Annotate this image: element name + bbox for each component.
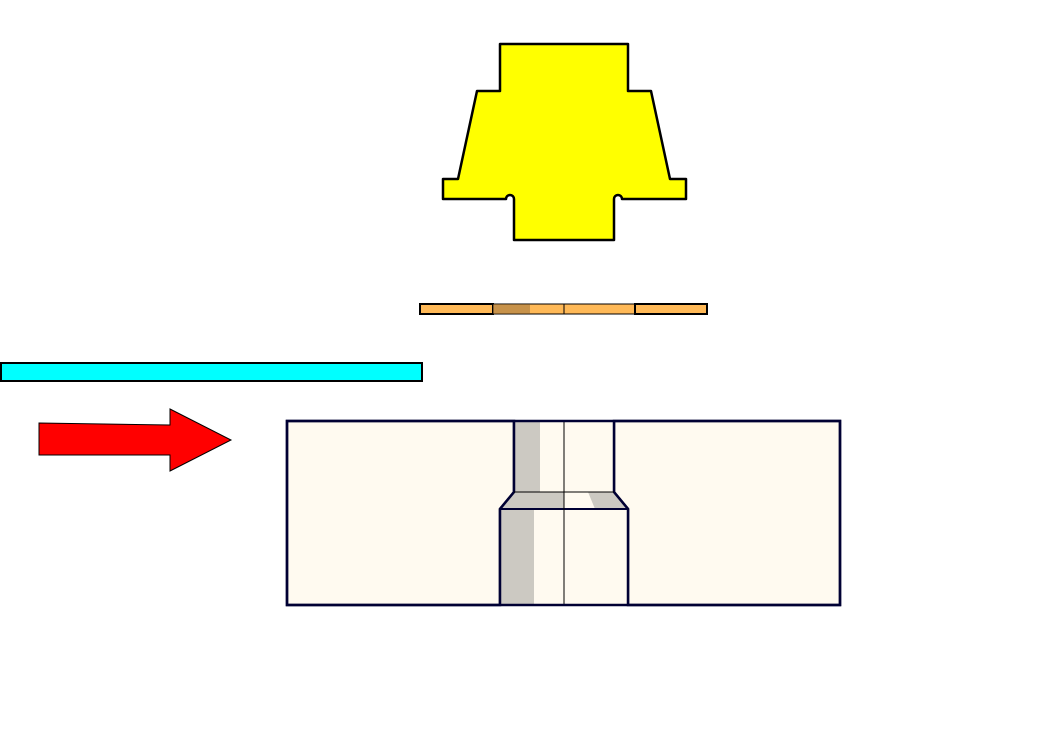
- die-block-outline: [285, 419, 842, 607]
- die-block: [285, 419, 842, 607]
- workpiece-blank-left: [419, 303, 494, 315]
- die-cavity-upper-wall-shade: [515, 422, 540, 492]
- feed-direction-arrow: [38, 408, 233, 472]
- punch: [441, 42, 688, 242]
- die-cavity-outline: [498, 421, 630, 605]
- die-cavity-taper-shade: [500, 492, 564, 509]
- workpiece-blank: [419, 303, 708, 315]
- stripper-plate: [0, 362, 423, 382]
- die-cavity-lower-wall-shade: [501, 509, 534, 604]
- workpiece-blank-shaded-section: [494, 305, 530, 313]
- workpiece-blank-right: [634, 303, 708, 315]
